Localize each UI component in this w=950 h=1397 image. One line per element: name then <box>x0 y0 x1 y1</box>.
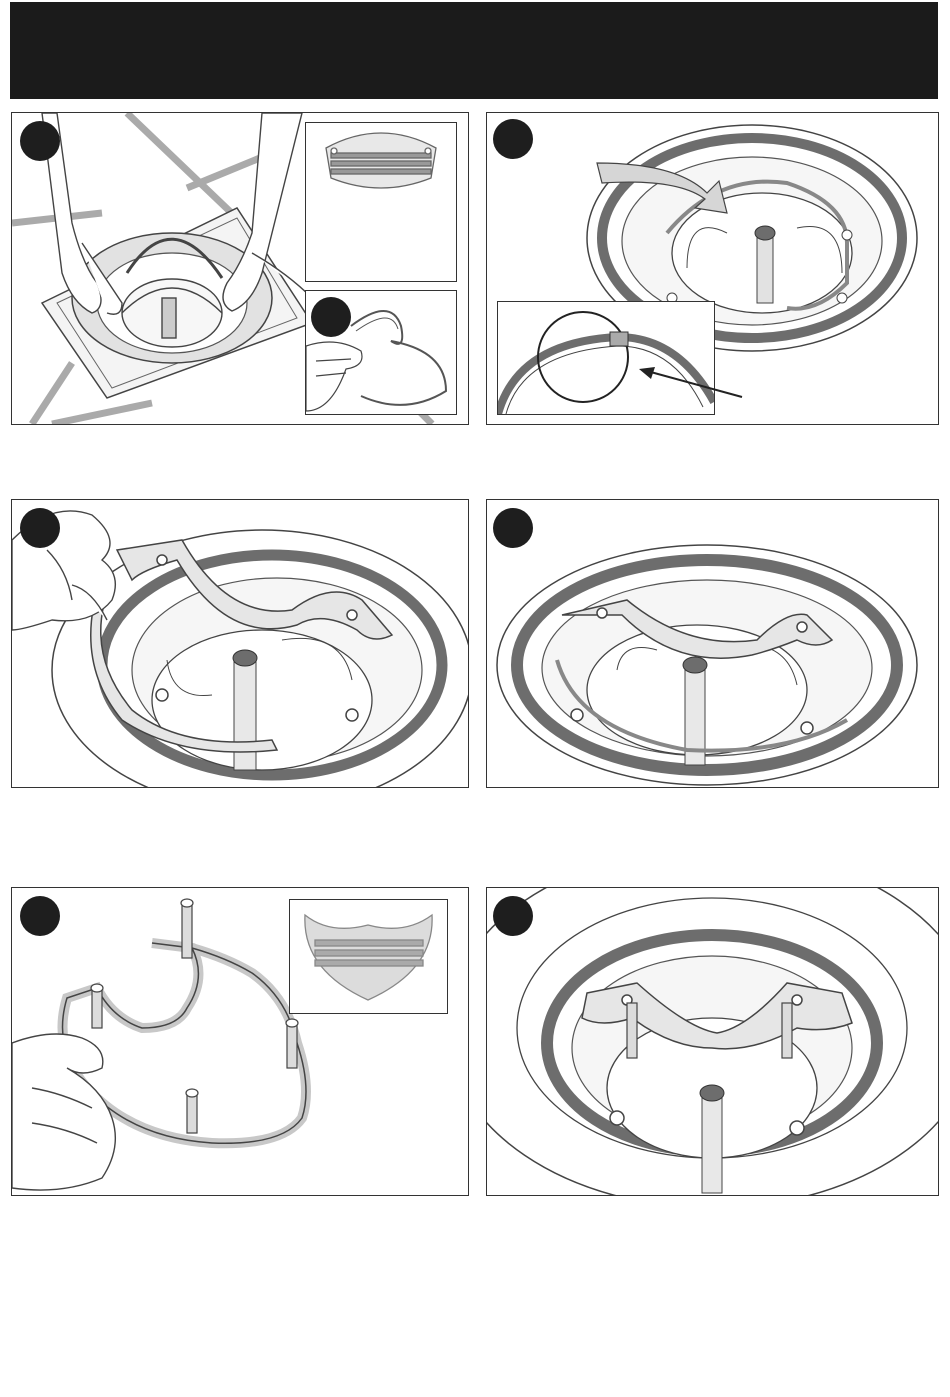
step-2-detail-inset <box>497 301 715 415</box>
step-2-panel <box>486 112 939 425</box>
retainer-ring-install <box>12 500 468 787</box>
retainer-ring-icon <box>351 311 446 405</box>
step-6-badge <box>493 896 533 936</box>
hand-icon <box>306 342 362 411</box>
final-assembly-icon <box>487 888 938 1195</box>
step-4-panel <box>486 499 939 788</box>
step-6-panel <box>486 887 939 1196</box>
step-1-inset-strainer <box>305 122 457 282</box>
drain-strainer-icon <box>305 915 432 1000</box>
step-3-badge <box>20 508 60 548</box>
step-4-badge <box>493 508 533 548</box>
step-1-badge <box>20 121 60 161</box>
step-3-panel <box>11 499 469 788</box>
step-1-inset-badge <box>311 297 351 337</box>
step-5-inset-strainer <box>289 899 448 1014</box>
installed-retainer-icon <box>487 500 938 787</box>
header-bar <box>10 2 938 99</box>
step-2-badge <box>493 119 533 159</box>
step-1-panel <box>11 112 469 425</box>
drain-strainer-icon <box>326 133 436 188</box>
step-5-panel <box>11 887 469 1196</box>
hand-icon <box>12 1034 115 1190</box>
step-1-inset-ring <box>305 290 457 415</box>
step-5-badge <box>20 896 60 936</box>
